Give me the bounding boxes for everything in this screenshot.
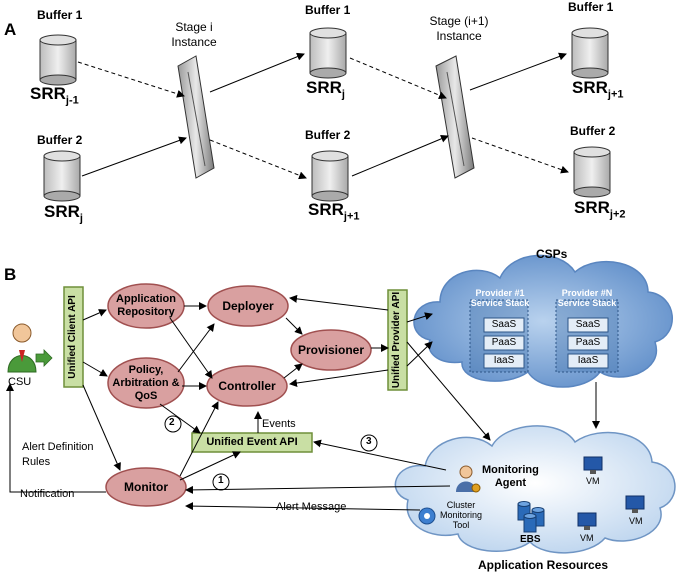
srr-j-plus-1-right-label: SRRj+1: [572, 78, 624, 101]
provider-1-stack: [469, 299, 529, 373]
unified-client-api-bar: [63, 286, 84, 388]
cylinder-srr-j-1: [39, 34, 77, 86]
csu-label: CSU: [8, 376, 32, 388]
cylinder-srr-j+1-right: [571, 27, 609, 79]
oval-controller: [206, 365, 288, 407]
vm-label-3: VM: [580, 533, 594, 543]
buffer1-label-left: Buffer 1: [37, 8, 83, 22]
csps-cloud: [413, 254, 673, 388]
step-2-label: 2: [169, 417, 175, 428]
step-2-circle: [164, 415, 182, 433]
unified-provider-api-label: Unified Provider API: [391, 291, 402, 389]
step-3-label: 3: [366, 436, 372, 447]
panel-a-arrows: [77, 52, 569, 180]
cylinder-srr-j-left: [43, 150, 81, 202]
srr-j-plus-2-right-label: SRRj+2: [574, 198, 626, 221]
provider-1-paas: PaaS: [491, 337, 517, 348]
stage-i-server: [177, 55, 215, 179]
deployer-label: Deployer: [222, 299, 274, 313]
vm-monitor-icon-1: [583, 456, 603, 474]
ebs-label: EBS: [520, 534, 541, 545]
buffer2-label-mid: Buffer 2: [305, 128, 351, 142]
step-1-label: 1: [218, 475, 224, 486]
application-resources-label: Application Resources: [478, 558, 609, 572]
cylinder-srr-j-mid: [309, 27, 347, 79]
unified-event-api-bar: [191, 432, 313, 453]
vm-label-1: VM: [586, 476, 600, 486]
oval-deployer: [207, 285, 289, 327]
buffer1-label-mid: Buffer 1: [305, 3, 351, 17]
gear-icon: [418, 507, 436, 525]
buffer2-label-left: Buffer 2: [37, 133, 83, 147]
cylinder-srr-j+2-right: [573, 146, 611, 198]
srr-j-minus-1-label: SRRj-1: [30, 84, 79, 107]
monitoring-agent-icon: [456, 465, 481, 493]
events-label: Events: [262, 418, 296, 430]
vm-label-2: VM: [629, 516, 643, 526]
panel-a-letter: A: [4, 20, 17, 39]
step-1-circle: [212, 473, 230, 491]
srr-j-mid-label: SRRj: [306, 78, 345, 101]
ebs-storage-icon: [517, 501, 545, 533]
srr-j-plus-1-mid-label: SRRj+1: [308, 200, 360, 223]
provider-1-saas: SaaS: [491, 319, 517, 330]
provider-n-iaas: IaaS: [577, 355, 599, 366]
step-3-circle: [360, 434, 378, 452]
vm-monitor-icon-3: [577, 512, 597, 530]
stage-i1-server: [435, 55, 475, 179]
srr-j-left-label: SRRj: [44, 202, 83, 225]
provider-n-stack: [555, 299, 619, 373]
provider-n-saas: SaaS: [575, 319, 601, 330]
buffer1-label-right: Buffer 1: [568, 0, 614, 14]
policy-label: Policy,Arbitration &QoS: [112, 364, 180, 402]
alert-message-label: Alert Message: [276, 501, 347, 513]
oval-provisioner: [290, 329, 372, 371]
panel-b-letter: B: [4, 265, 17, 284]
oval-policy: [107, 357, 185, 409]
monitor-label: Monitor: [124, 480, 168, 494]
csu-user-icon: [7, 323, 53, 373]
application-resources-cloud: [394, 425, 676, 554]
vm-monitor-icon-2: [625, 495, 645, 513]
unified-client-api-label: Unified Client API: [67, 295, 78, 379]
csps-label: CSPs: [536, 247, 568, 261]
notification-label: Notification: [20, 488, 75, 500]
cylinder-srr-j+1-mid: [311, 150, 349, 202]
panel-b-arrows: [6, 294, 600, 511]
unified-event-api-label: Unified Event API: [206, 436, 298, 448]
stage-i1-label: Stage (i+1)Instance: [429, 14, 489, 43]
buffer2-label-right: Buffer 2: [570, 124, 616, 138]
provider-1-iaas: IaaS: [493, 355, 515, 366]
provisioner-label: Provisioner: [297, 343, 365, 357]
controller-label: Controller: [218, 379, 276, 393]
provider-n-paas: PaaS: [575, 337, 601, 348]
unified-provider-api-bar: [387, 289, 408, 391]
